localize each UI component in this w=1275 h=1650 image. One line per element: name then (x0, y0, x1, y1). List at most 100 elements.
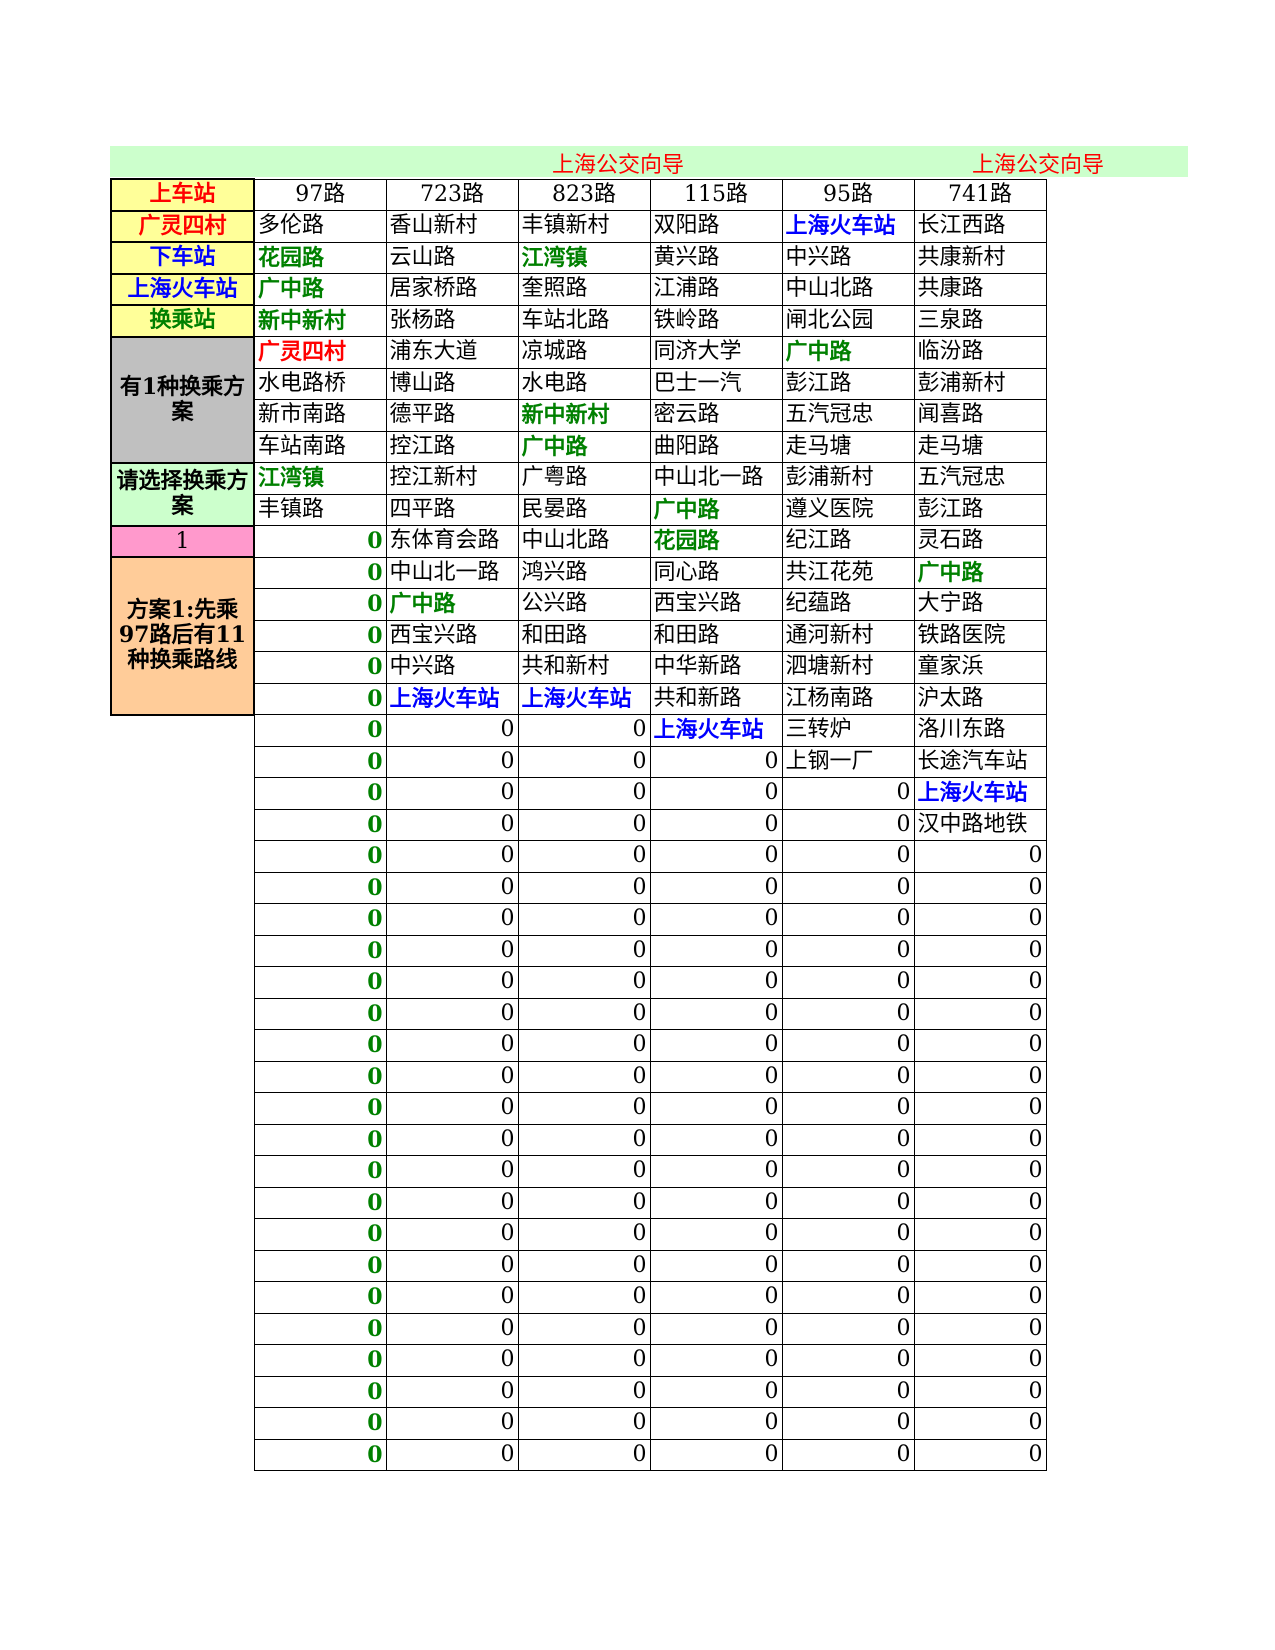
stop-cell[interactable]: 汉中路地铁 (913, 808, 1047, 841)
stop-cell[interactable]: 中华新路 (649, 651, 783, 684)
stop-cell[interactable]: 0 (385, 1029, 519, 1062)
stop-cell[interactable]: 上钢一厂 (781, 745, 915, 778)
stop-cell[interactable]: 0 (913, 1312, 1047, 1345)
stop-cell[interactable]: 0 (253, 1029, 387, 1062)
stop-cell[interactable]: 0 (781, 840, 915, 873)
stop-cell[interactable]: 控江新村 (385, 462, 519, 495)
stop-cell[interactable]: 共和新村 (517, 651, 651, 684)
stop-cell[interactable]: 五汽冠忠 (781, 399, 915, 432)
stop-cell[interactable]: 0 (517, 1312, 651, 1345)
stop-cell[interactable]: 0 (253, 1060, 387, 1093)
stop-cell[interactable]: 广中路 (385, 588, 519, 621)
stop-cell[interactable]: 0 (781, 1281, 915, 1314)
stop-cell[interactable]: 0 (253, 1438, 387, 1471)
stop-cell[interactable]: 0 (649, 1186, 783, 1219)
stop-cell[interactable]: 0 (385, 1123, 519, 1156)
stop-cell[interactable]: 0 (781, 1029, 915, 1062)
stop-cell[interactable]: 广中路 (253, 273, 387, 306)
stop-cell[interactable]: 共康新村 (913, 241, 1047, 274)
stop-cell[interactable]: 0 (649, 1407, 783, 1440)
stop-cell[interactable]: 0 (517, 1344, 651, 1377)
stop-cell[interactable]: 0 (253, 997, 387, 1030)
stop-cell[interactable]: 浦东大道 (385, 336, 519, 369)
stop-cell[interactable]: 0 (649, 1092, 783, 1125)
stop-cell[interactable]: 车站北路 (517, 304, 651, 337)
stop-cell[interactable]: 五汽冠忠 (913, 462, 1047, 495)
stop-cell[interactable]: 0 (517, 871, 651, 904)
stop-cell[interactable]: 曲阳路 (649, 430, 783, 463)
stop-cell[interactable]: 0 (517, 808, 651, 841)
stop-cell[interactable]: 长江西路 (913, 210, 1047, 243)
stop-cell[interactable]: 童家浜 (913, 651, 1047, 684)
stop-cell[interactable]: 0 (253, 1344, 387, 1377)
route-header-cell[interactable]: 95路 (781, 178, 915, 211)
stop-cell[interactable]: 广中路 (649, 493, 783, 526)
stop-cell[interactable]: 0 (385, 777, 519, 810)
stop-cell[interactable]: 0 (649, 1312, 783, 1345)
stop-cell[interactable]: 0 (781, 871, 915, 904)
stop-cell[interactable]: 博山路 (385, 367, 519, 400)
stop-cell[interactable]: 0 (385, 1060, 519, 1093)
stop-cell[interactable]: 0 (781, 1218, 915, 1251)
stop-cell[interactable]: 铁路医院 (913, 619, 1047, 652)
stop-cell[interactable]: 彭江路 (781, 367, 915, 400)
stop-cell[interactable]: 三泉路 (913, 304, 1047, 337)
stop-cell[interactable]: 0 (781, 1186, 915, 1219)
stop-cell[interactable]: 0 (913, 1375, 1047, 1408)
stop-cell[interactable]: 0 (385, 871, 519, 904)
stop-cell[interactable]: 0 (253, 934, 387, 967)
stop-cell[interactable]: 车站南路 (253, 430, 387, 463)
stop-cell[interactable]: 丰镇新村 (517, 210, 651, 243)
stop-cell[interactable]: 0 (517, 1029, 651, 1062)
stop-cell[interactable]: 0 (649, 966, 783, 999)
stop-cell[interactable]: 通河新村 (781, 619, 915, 652)
stop-cell[interactable]: 0 (385, 1375, 519, 1408)
stop-cell[interactable]: 0 (385, 1344, 519, 1377)
stop-cell[interactable]: 0 (385, 808, 519, 841)
stop-cell[interactable]: 0 (913, 997, 1047, 1030)
selected-plan-cell[interactable]: 1 (110, 524, 255, 558)
stop-cell[interactable]: 0 (781, 1092, 915, 1125)
stop-cell[interactable]: 0 (781, 808, 915, 841)
stop-cell[interactable]: 共江花苑 (781, 556, 915, 589)
stop-cell[interactable]: 0 (649, 1060, 783, 1093)
stop-cell[interactable]: 0 (781, 1249, 915, 1282)
stop-cell[interactable]: 共康路 (913, 273, 1047, 306)
stop-cell[interactable]: 0 (385, 714, 519, 747)
stop-cell[interactable]: 0 (385, 934, 519, 967)
stop-cell[interactable]: 0 (517, 777, 651, 810)
stop-cell[interactable]: 上海火车站 (385, 682, 519, 715)
stop-cell[interactable]: 巴士一汽 (649, 367, 783, 400)
stop-cell[interactable]: 0 (253, 903, 387, 936)
stop-cell[interactable]: 0 (781, 1155, 915, 1188)
stop-cell[interactable]: 0 (649, 1281, 783, 1314)
stop-cell[interactable]: 0 (649, 745, 783, 778)
stop-cell[interactable]: 0 (253, 1407, 387, 1440)
stop-cell[interactable]: 洛川东路 (913, 714, 1047, 747)
stop-cell[interactable]: 0 (913, 1281, 1047, 1314)
stop-cell[interactable]: 0 (649, 1155, 783, 1188)
stop-cell[interactable]: 控江路 (385, 430, 519, 463)
stop-cell[interactable]: 中兴路 (385, 651, 519, 684)
stop-cell[interactable]: 新市南路 (253, 399, 387, 432)
stop-cell[interactable]: 彭浦新村 (913, 367, 1047, 400)
stop-cell[interactable]: 0 (385, 1092, 519, 1125)
stop-cell[interactable]: 沪太路 (913, 682, 1047, 715)
stop-cell[interactable]: 0 (781, 1312, 915, 1345)
stop-cell[interactable]: 0 (649, 1249, 783, 1282)
stop-cell[interactable]: 0 (253, 525, 387, 558)
stop-cell[interactable]: 彭浦新村 (781, 462, 915, 495)
stop-cell[interactable]: 长途汽车站 (913, 745, 1047, 778)
stop-cell[interactable]: 0 (913, 871, 1047, 904)
stop-cell[interactable]: 0 (253, 682, 387, 715)
stop-cell[interactable]: 密云路 (649, 399, 783, 432)
stop-cell[interactable]: 0 (781, 1438, 915, 1471)
stop-cell[interactable]: 江杨南路 (781, 682, 915, 715)
stop-cell[interactable]: 西宝兴路 (649, 588, 783, 621)
stop-cell[interactable]: 纪蕴路 (781, 588, 915, 621)
stop-cell[interactable]: 0 (385, 1407, 519, 1440)
stop-cell[interactable]: 0 (253, 1375, 387, 1408)
stop-cell[interactable]: 新中新村 (253, 304, 387, 337)
stop-cell[interactable]: 0 (649, 903, 783, 936)
stop-cell[interactable]: 0 (913, 840, 1047, 873)
